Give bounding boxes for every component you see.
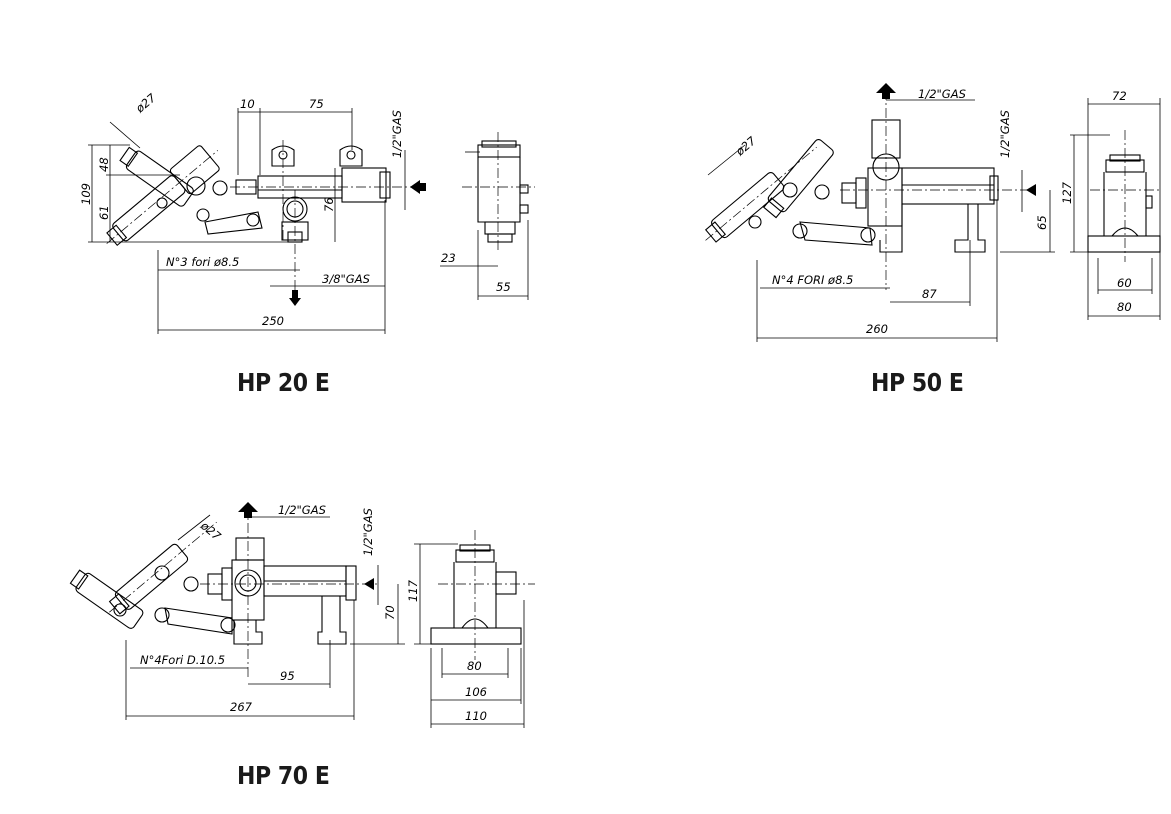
hp20-dim-55: 55: [496, 280, 511, 294]
hp70-side-view: [69, 502, 405, 720]
hp70-dim-117: 117: [406, 579, 420, 602]
hp70-dim-length: 267: [230, 700, 253, 714]
hp50-dim-port-top: 1/2"GAS: [918, 87, 966, 101]
hp70-dim-80: 80: [467, 659, 482, 673]
hp70-dim-port-side: 1/2"GAS: [361, 508, 375, 556]
hp50-end-view: [1070, 98, 1161, 320]
hp50-dim-127: 127: [1060, 181, 1074, 204]
hp50-dim-length: 260: [866, 322, 888, 336]
hp70-dim-110: 110: [465, 709, 487, 723]
hp50-dim-72: 72: [1112, 89, 1127, 103]
hp70-dim-95: 95: [280, 669, 295, 683]
hp20-dim-75: 75: [309, 97, 324, 111]
hp20-dim-handle-dia: ø27: [132, 90, 159, 116]
hp70-dim-port-top: 1/2"GAS: [278, 503, 326, 517]
hp20-dim-10: 10: [240, 97, 255, 111]
hp70-end-view: [414, 530, 535, 728]
hp50-dim-60: 60: [1117, 276, 1132, 290]
hp20-dim-61: 61: [97, 205, 111, 220]
hp20-dim-holes: N°3 fori ø8.5: [166, 255, 239, 269]
hp50-dim-holes: N°4 FORI ø8.5: [772, 273, 853, 287]
hp50-dim-handle-dia: ø27: [732, 133, 759, 159]
hp50-dim-65: 65: [1035, 215, 1049, 230]
hp20-dim-length: 250: [262, 314, 284, 328]
hp70-dim-106: 106: [465, 685, 487, 699]
hp20-dim-port-side: 1/2"GAS: [390, 110, 404, 158]
hp20-dim-23: 23: [441, 251, 456, 265]
hp70-dim-holes: N°4Fori D.10.5: [140, 653, 225, 667]
hp70-dim-70: 70: [383, 605, 397, 620]
hp20-dim-48: 48: [97, 157, 111, 172]
hp20-model-title: HP 20 E: [237, 368, 330, 397]
hp20-dim-port-out: 3/8"GAS: [322, 272, 370, 286]
hp20-end-view: [440, 132, 535, 300]
hp20-side-view: [88, 108, 426, 334]
hp50-side-view: [704, 83, 1055, 342]
hp70-model-title: HP 70 E: [237, 761, 330, 790]
hp50-dim-80: 80: [1117, 300, 1132, 314]
hp20-dim-76: 76: [322, 197, 336, 212]
hp50-dim-port-side: 1/2"GAS: [998, 110, 1012, 158]
hp50-dim-87: 87: [922, 287, 937, 301]
hp20-dim-109: 109: [79, 183, 93, 205]
hp50-model-title: HP 50 E: [871, 368, 964, 397]
